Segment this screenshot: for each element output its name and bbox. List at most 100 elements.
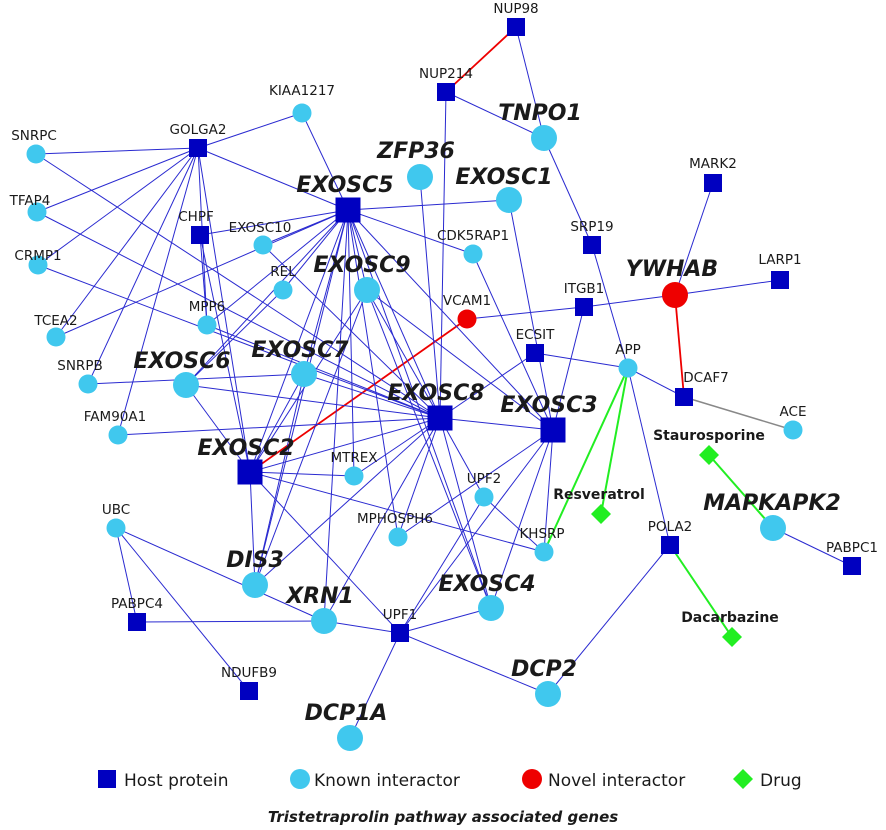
edge-exosc5-mtrex [347,209,355,477]
edge-exosc9-exosc8 [366,289,441,419]
edge-tnpo1-srp19 [543,137,593,246]
edge-upf1-exosc4 [399,607,492,634]
node-exosc10 [253,235,273,255]
node-label-ecsit: ECSIT [516,327,556,343]
node-label-ndufb9: NDUFB9 [221,665,277,681]
edge-app-khsrp [543,367,629,553]
edge-golga2-tcea2 [55,147,199,338]
edge-golga2-exosc2 [197,147,251,473]
edge-exosc7-exosc8 [303,373,441,419]
edge-exosc2-upf1 [249,471,401,634]
node-tfap4 [27,202,47,222]
node-label-zfp36: ZFP36 [376,139,455,164]
node-exosc6 [173,372,199,398]
edge-exosc5-mphosph6 [347,209,399,538]
edge-chpf-mpp6 [199,234,208,326]
edge-kiaa1217-golga2 [197,112,303,149]
node-golga2 [189,139,207,157]
edge-exosc7-dis3 [254,373,305,586]
edge-exosc8-upf2 [439,417,485,498]
node-label-exosc9: EXOSC9 [313,253,410,278]
edge-staurosporine-mapkapk2 [708,454,774,529]
legend-novel-swatch [522,769,542,789]
node-label-ubc: UBC [102,502,130,518]
edge-exosc8-xrn1 [323,417,441,622]
edge-exosc5-exosc3 [347,209,554,431]
node-exosc5 [335,197,361,223]
node-label-pabpc1: PABPC1 [826,540,878,556]
edge-exosc5-exosc8 [347,209,441,419]
edge-nup98-tnpo1 [515,26,545,139]
node-pabpc1 [843,557,861,575]
node-label-nup214: NUP214 [419,66,473,82]
legend-drug-label: Drug [760,771,802,791]
node-label-golga2: GOLGA2 [170,122,227,138]
node-dacarbazine [722,627,742,647]
node-srp19 [583,236,601,254]
edge-exosc8-exosc2 [249,417,441,473]
node-label-exosc3: EXOSC3 [500,393,597,418]
edge-exosc8-mphosph6 [397,417,441,538]
node-ubc [106,518,126,538]
node-label-nup98: NUP98 [493,1,538,17]
node-label-srp19: SRP19 [570,219,613,235]
node-label-ywhab: YWHAB [626,257,718,282]
edge-mapkapk2-pabpc1 [772,527,853,567]
node-ywhab [662,282,688,308]
edge-exosc5-mpp6 [206,209,349,326]
edge-pabpc4-xrn1 [136,620,325,623]
legend-novel-label: Novel interactor [548,771,685,791]
node-pola2 [661,536,679,554]
edge-app-dcaf7 [627,367,685,398]
node-label-resveratrol: Resveratrol [553,487,645,503]
edge-exosc5-exosc10 [262,209,349,246]
node-snrpb [78,374,98,394]
edge-tcea2-exosc5 [55,209,349,338]
node-dis3 [242,572,268,598]
node-label-exosc8: EXOSC8 [387,381,484,406]
node-kiaa1217 [292,103,312,123]
edge-pola2-dcp2 [547,544,671,695]
node-label-itgb1: ITGB1 [564,281,605,297]
edge-exosc6-exosc8 [185,384,441,419]
edge-tfap4-exosc8 [36,211,441,419]
edge-exosc5-rel [282,209,349,291]
node-dcp1a [337,725,363,751]
edge-dcaf7-ace [683,396,794,431]
node-chpf [191,226,209,244]
node-exosc1 [496,187,522,213]
node-label-ace: ACE [780,404,807,420]
node-label-staurosporine: Staurosporine [653,428,765,444]
edge-exosc5-exosc9 [347,209,368,291]
edge-nup214-exosc8 [439,91,447,419]
node-label-mphosph6: MPHOSPH6 [357,511,433,527]
edge-golga2-exosc5 [197,147,349,211]
node-label-kiaa1217: KIAA1217 [269,83,335,99]
edge-upf1-upf2 [399,496,485,634]
legend-host-label: Host protein [124,771,229,791]
edge-mark2-ywhab [674,182,714,296]
node-zfp36 [407,164,433,190]
legend-known-swatch [290,769,310,789]
edge-app-resveratrol [600,367,629,515]
node-label-cdk5rap1: CDK5RAP1 [437,228,509,244]
edge-ywhab-dcaf7 [674,294,685,398]
edge-exosc5-xrn1 [323,209,349,622]
node-xrn1 [311,608,337,634]
node-label-tnpo1: TNPO1 [498,101,582,126]
edge-exosc6-exosc2 [185,384,251,473]
legend: Host protein Known interactor Novel inte… [98,769,802,791]
edge-exosc3-exosc4 [490,429,554,609]
node-khsrp [534,542,554,562]
node-label-exosc6: EXOSC6 [133,349,230,374]
node-label-xrn1: XRN1 [284,584,354,609]
node-label-snrpc: SNRPC [11,128,57,144]
node-upf1 [391,624,409,642]
edge-golga2-tfap4 [36,147,199,213]
node-label-exosc1: EXOSC1 [455,165,552,190]
node-label-crmp1: CRMP1 [14,248,61,264]
edge-itgb1-vcam1 [466,306,585,320]
node-exosc3 [540,417,566,443]
edges-layer [35,26,853,739]
